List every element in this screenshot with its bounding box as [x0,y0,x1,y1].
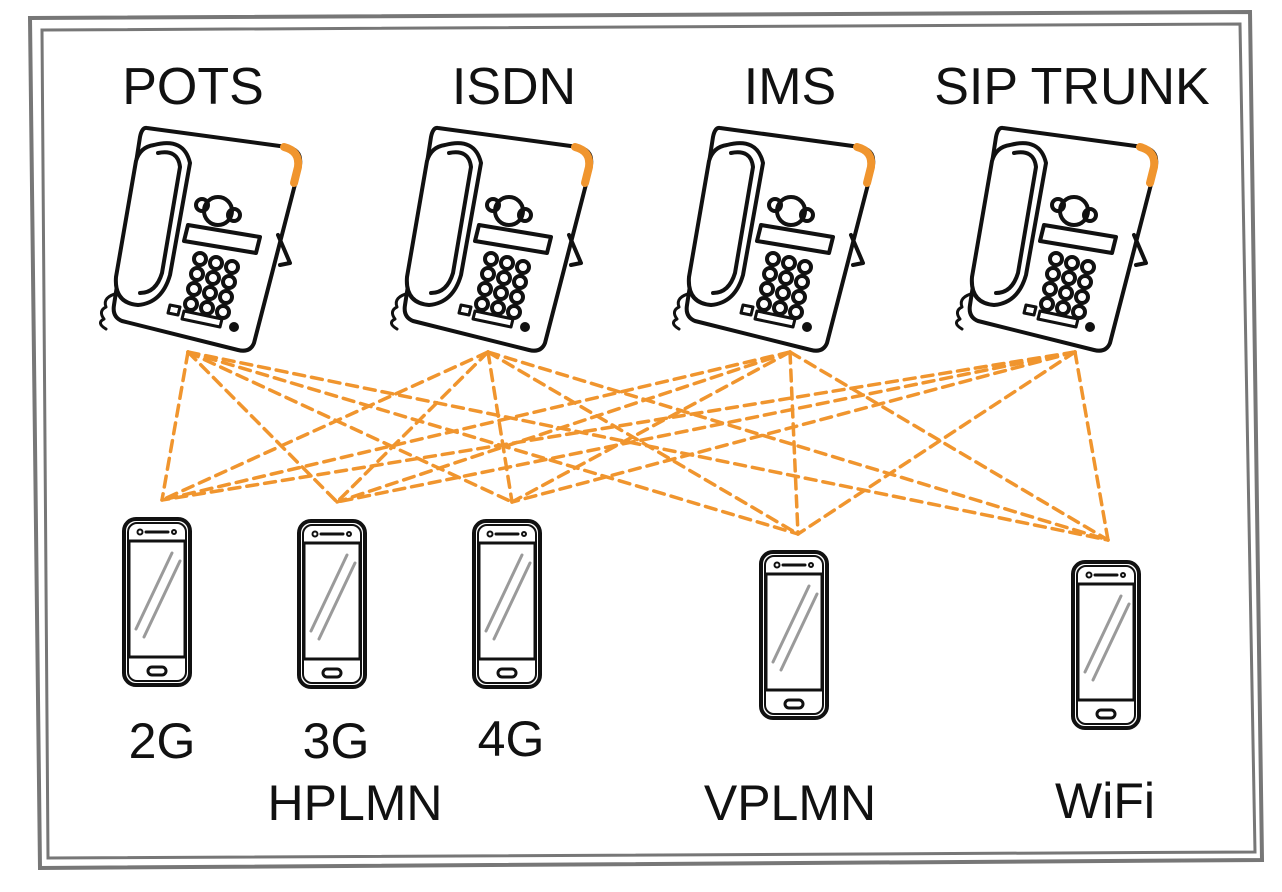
label-4g: 4G [478,711,545,767]
desk-phone-pots: POTS [100,58,300,351]
smartphone-icon [122,517,192,687]
dashed-connection [160,350,792,502]
dashed-connection [788,350,800,536]
mobile-phones: 2G 3G 4G HPLMN VPLMN WiFi [122,517,1155,831]
label-sip-trunk: SIP TRUNK [934,58,1210,116]
smartphone-icon [1071,560,1141,730]
smartphone-icon [759,550,829,720]
group-label-hplmn: HPLMN [267,775,442,831]
connection-lines [160,350,1110,542]
desk-phones: POTS ISDN IMS SIP TRUNK [100,58,1210,351]
dashed-connection [486,350,800,536]
desk-phone-icon [673,128,873,351]
dashed-connection [186,350,800,536]
dashed-connection [335,350,1077,504]
smartphone-icon [297,519,367,689]
desk-phone-icon [956,128,1156,351]
label-2g: 2G [129,713,196,769]
dashed-connection [160,350,490,502]
dashed-connection [510,350,792,504]
dashed-connection [335,350,792,504]
frame [27,9,1265,871]
label-3g: 3G [303,713,370,769]
desk-phone-isdn: ISDN [391,58,591,351]
smartphone-icon [472,519,542,689]
dashed-connection [160,350,1077,502]
group-label-wifi: WiFi [1055,773,1155,829]
dashed-connection [788,350,1110,542]
dashed-connection [486,350,1110,542]
desk-phone-icon [100,128,300,351]
label-isdn: ISDN [452,58,576,116]
desk-phone-icon [391,128,591,351]
dashed-connection [186,350,514,504]
dashed-connection [1073,350,1110,542]
dashed-connection [186,350,339,504]
dashed-connection [510,350,1077,504]
label-ims: IMS [744,58,836,116]
desk-phone-sip-trunk: SIP TRUNK [934,58,1210,351]
dashed-connection [160,350,190,502]
desk-phone-ims: IMS [673,58,873,351]
dashed-connection [486,350,514,504]
group-label-vplmn: VPLMN [704,775,876,831]
dashed-connection [335,350,490,504]
label-pots: POTS [122,58,264,116]
dashed-connection [796,350,1077,536]
